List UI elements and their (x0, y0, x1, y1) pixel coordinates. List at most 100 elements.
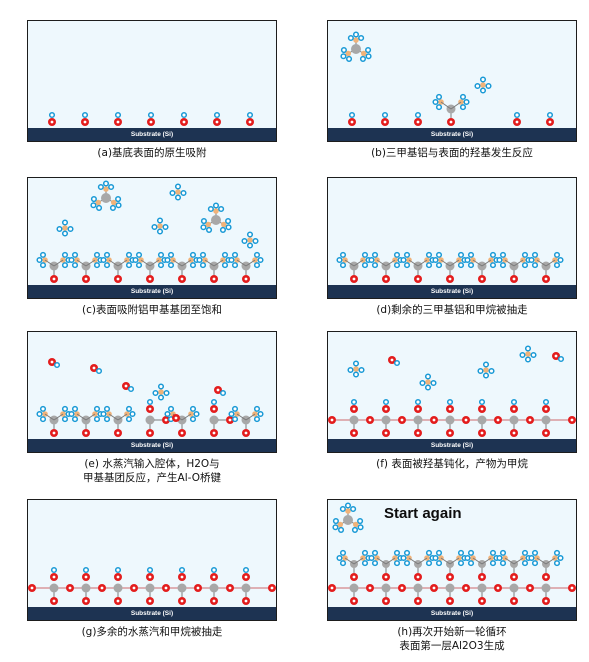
hydrogen-atom (368, 554, 375, 562)
hydrogen-atom (103, 262, 111, 269)
hydrogen-atom (557, 256, 564, 264)
hydrogen-atom (39, 405, 47, 412)
oxygen-highlight (148, 431, 152, 435)
hydrogen-atom (352, 371, 360, 378)
hydrogen-atom (477, 367, 484, 375)
hydrogen-atom (435, 262, 443, 269)
oxygen-highlight (174, 416, 178, 420)
hydrogen-atom (71, 405, 79, 412)
oxygen-highlight (400, 418, 404, 422)
hydrogen-atom (147, 111, 155, 119)
hydrogen-atom (467, 251, 475, 258)
oxygen-highlight (244, 599, 248, 603)
caption-b: (b)三甲基铝与表面的羟基发生反应 (371, 147, 533, 159)
hydrogen-atom (393, 262, 401, 269)
hydrogen-atom (531, 560, 539, 567)
reaction-chamber: Substrate (Si) (27, 177, 277, 299)
hydrogen-atom (253, 262, 261, 269)
hydrogen-atom (482, 372, 490, 379)
hydrogen-atom (125, 405, 133, 412)
aluminum-atom (211, 215, 221, 225)
oxygen-highlight (212, 407, 216, 411)
hydrogen-atom (467, 262, 475, 269)
hydrogen-atom (531, 251, 539, 258)
bond (513, 259, 524, 267)
hydrogen-atom (359, 55, 367, 62)
hydrogen-atom (457, 560, 465, 567)
hydrogen-atom (115, 202, 122, 209)
oxygen-highlight (182, 120, 186, 124)
oxygen-highlight (116, 575, 120, 579)
aluminum-atom (381, 415, 391, 425)
hydrogen-atom (479, 76, 487, 83)
oxygen-highlight (244, 277, 248, 281)
hydrogen-atom (200, 224, 207, 231)
carbon-atom (337, 521, 344, 528)
hydrogen-atom (435, 251, 443, 258)
hydrogen-atom (358, 366, 365, 374)
hydrogen-atom (557, 554, 564, 562)
oxygen-highlight (432, 586, 436, 590)
hydrogen-atom (464, 256, 471, 264)
hydrogen-atom (210, 398, 218, 406)
hydrogen-atom (393, 560, 401, 567)
hydrogen-atom (189, 416, 197, 423)
aluminum-atom (177, 583, 187, 593)
hydrogen-atom (479, 87, 487, 94)
hydrogen-atom (485, 82, 492, 90)
hydrogen-atom (457, 549, 465, 556)
hydrogen-atom (403, 560, 411, 567)
oxygen-highlight (350, 120, 354, 124)
oxygen-highlight (352, 277, 356, 281)
oxygen-highlight (390, 358, 394, 362)
hydrogen-atom (135, 251, 143, 258)
hydrogen-atom (557, 355, 565, 363)
hydrogen-atom (103, 416, 111, 423)
hydrogen-atom (435, 549, 443, 556)
hydrogen-atom (339, 251, 347, 258)
aluminum-atom (209, 415, 219, 425)
reaction-chamber: Substrate (Si) (27, 499, 277, 621)
oxygen-highlight (515, 120, 519, 124)
carbon-atom (205, 221, 212, 228)
aluminum-atom (349, 583, 359, 593)
carbon-atom (353, 37, 359, 43)
bond (449, 557, 460, 565)
oxygen-highlight (50, 120, 54, 124)
caption-e: (e) 水蒸汽输入腔体，H2O与 甲基基团反应，产生Al-O桥键 (83, 458, 221, 484)
bond (376, 557, 387, 565)
hydrogen-atom (125, 262, 133, 269)
hydrogen-atom (393, 359, 401, 367)
hydrogen-atom (157, 383, 165, 390)
bond (213, 259, 224, 267)
hydrogen-atom (419, 379, 426, 387)
caption-f: (f) 表面被羟基钝化，产物为甲烷 (376, 458, 528, 470)
carbon-atom (62, 225, 68, 231)
oxygen-highlight (448, 599, 452, 603)
oxygen-highlight (512, 575, 516, 579)
aluminum-atom (145, 583, 155, 593)
oxygen-highlight (196, 586, 200, 590)
oxygen-highlight (480, 277, 484, 281)
bond (117, 259, 128, 267)
oxygen-highlight (368, 586, 372, 590)
oxygen-highlight (212, 599, 216, 603)
oxygen-highlight (50, 360, 54, 364)
oxygen-highlight (548, 120, 552, 124)
hydrogen-atom (467, 549, 475, 556)
hydrogen-atom (371, 251, 379, 258)
oxygen-highlight (270, 586, 274, 590)
hydrogen-atom (246, 111, 254, 119)
hydrogen-atom (167, 262, 175, 269)
hydrogen-atom (425, 549, 433, 556)
aluminum-atom (81, 583, 91, 593)
hydrogen-atom (489, 549, 497, 556)
hydrogen-atom (365, 47, 372, 54)
oxygen-highlight (84, 599, 88, 603)
bond (536, 259, 547, 267)
bond (545, 557, 556, 565)
hydrogen-atom (53, 361, 61, 369)
hydrogen-atom (252, 237, 259, 245)
hydrogen-atom (231, 251, 239, 258)
bond (440, 259, 451, 267)
